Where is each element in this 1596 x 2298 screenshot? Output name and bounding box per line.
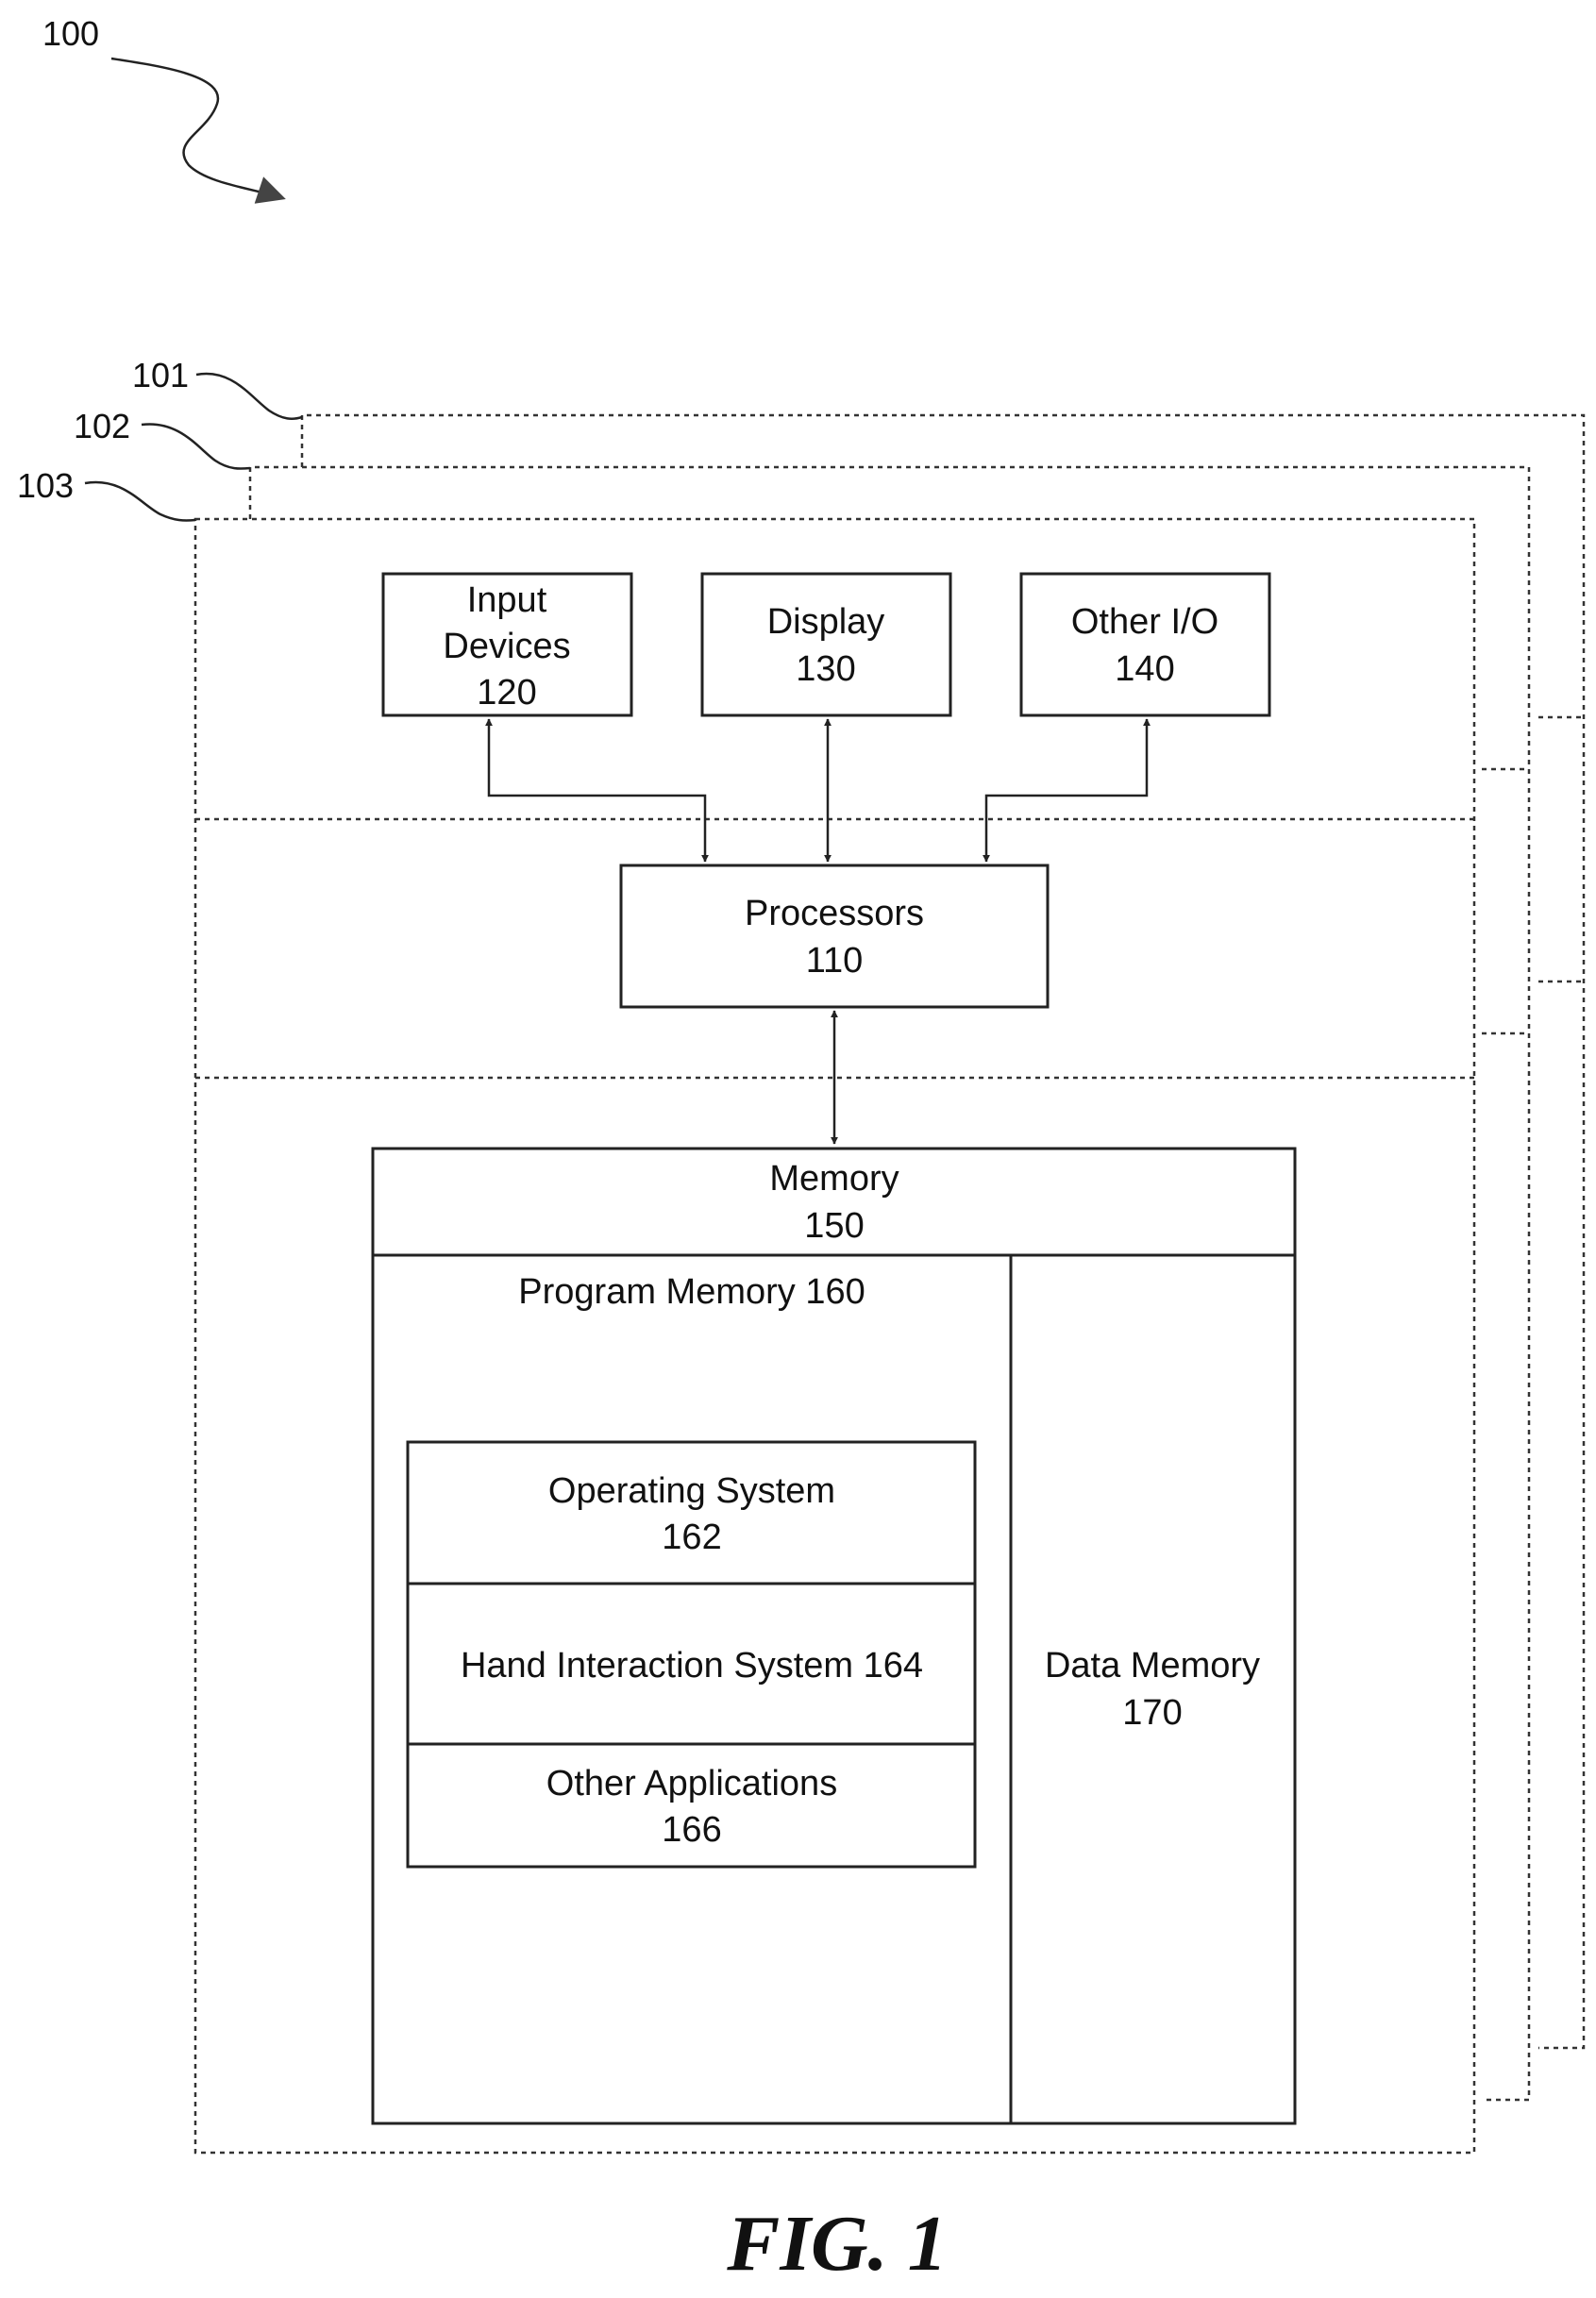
memory-number: 150 (804, 1206, 864, 1246)
ref-100-arrow (111, 59, 283, 198)
input-devices-label-2: Devices (443, 627, 570, 666)
other-io-label: Other I/O (1071, 602, 1218, 642)
other-io-box: Other I/O 140 (1021, 574, 1269, 715)
ref-102-leader (142, 424, 250, 468)
ref-102: 102 (74, 407, 130, 445)
ref-101: 101 (132, 356, 189, 394)
figure-caption: FIG. 1 (726, 2200, 947, 2288)
display-box: Display 130 (702, 574, 950, 715)
other-io-number: 140 (1115, 649, 1174, 689)
ref-100: 100 (42, 14, 99, 53)
data-memory-label: Data Memory (1045, 1646, 1260, 1686)
hand-interaction-system-label: Hand Interaction System 164 (461, 1646, 923, 1686)
processors-label: Processors (745, 894, 924, 933)
display-label: Display (767, 602, 885, 642)
program-memory-label: Program Memory 160 (518, 1272, 865, 1312)
processors-number: 110 (806, 941, 864, 981)
other-applications-box: Other Applications 166 (408, 1744, 975, 1867)
input-devices-box: Input Devices 120 (383, 574, 631, 715)
operating-system-box: Operating System 162 (408, 1442, 975, 1584)
ref-103: 103 (17, 466, 74, 505)
display-number: 130 (796, 649, 855, 689)
data-memory-number: 170 (1122, 1693, 1182, 1733)
operating-system-number: 162 (662, 1518, 721, 1557)
input-devices-label-1: Input (467, 580, 547, 620)
other-applications-number: 166 (662, 1810, 721, 1850)
memory-label: Memory (769, 1159, 899, 1199)
other-applications-label: Other Applications (546, 1764, 837, 1803)
input-devices-number: 120 (477, 673, 536, 713)
hand-interaction-system-box: Hand Interaction System 164 (408, 1584, 975, 1744)
processors-box: Processors 110 (621, 865, 1048, 1007)
ref-101-leader (196, 374, 302, 419)
ref-103-leader (85, 482, 195, 521)
operating-system-label: Operating System (548, 1471, 835, 1511)
